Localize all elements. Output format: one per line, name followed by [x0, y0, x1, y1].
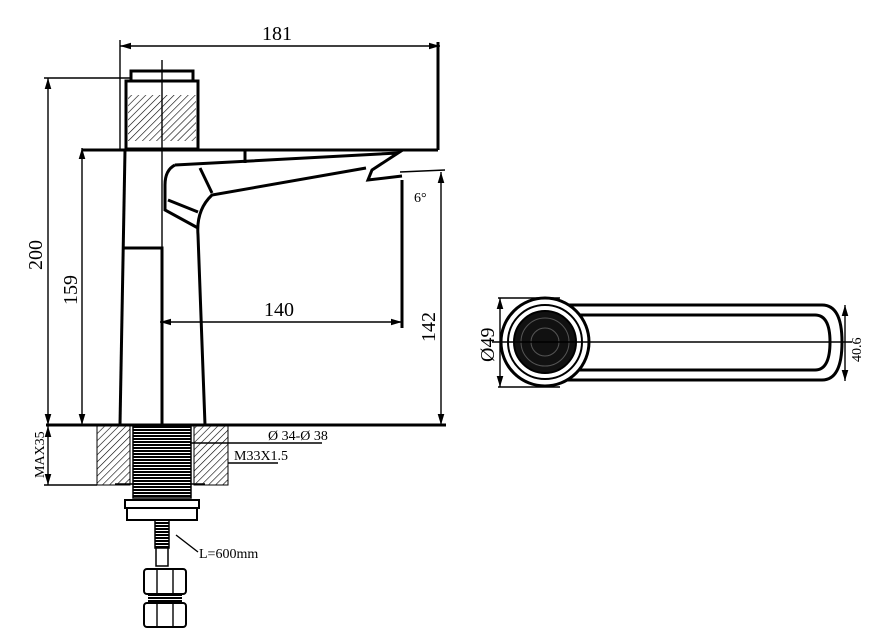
dimension-spout-clearance: 142 6° [399, 169, 446, 425]
height-spout-label: 159 [60, 275, 82, 305]
top-diameter-label: Ø49 [477, 328, 499, 362]
hose-length-label: L=600mm [199, 547, 258, 562]
height-total-label: 200 [25, 240, 47, 270]
dimension-height-spout: 159 [60, 148, 86, 425]
faucet-body-side-view [82, 148, 438, 426]
hole-diameter-label: Ø 34-Ø 38 [268, 429, 328, 444]
dimension-height-total: 200 [25, 77, 130, 425]
mounting-assembly [96, 425, 229, 628]
reach-label: 140 [264, 299, 294, 321]
mounting-annotations: Ø 34-Ø 38 M33X1.5 MAX35 L=600mm [33, 426, 328, 562]
handle-side-view [124, 60, 200, 250]
dimension-width-total: 181 [119, 23, 440, 150]
deck-max-label: MAX35 [33, 431, 48, 478]
top-width-label: 40.6 [850, 338, 865, 363]
spout-clearance-label: 142 [418, 312, 440, 342]
width-total-label: 181 [262, 23, 292, 45]
thread-label: M33X1.5 [234, 449, 288, 464]
faucet-top-view: Ø49 40.6 [477, 296, 865, 388]
dimension-reach: 140 [160, 180, 404, 328]
angle-label: 6° [414, 191, 427, 206]
